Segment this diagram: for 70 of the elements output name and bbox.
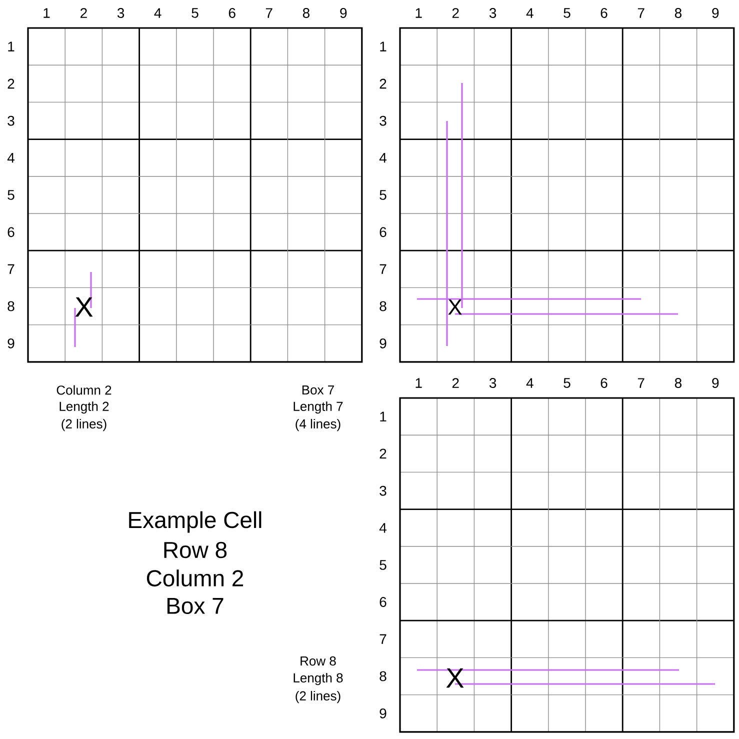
column-number: 9: [712, 8, 719, 18]
column-number: 1: [416, 378, 422, 388]
column-number: 9: [712, 378, 719, 388]
column-number: 3: [489, 8, 496, 18]
column-number: 7: [638, 8, 644, 18]
column-number: 6: [228, 8, 236, 18]
column-number: 9: [340, 8, 347, 18]
column-number: 6: [600, 378, 608, 388]
row-number: 6: [380, 597, 386, 607]
row-number: 1: [380, 412, 386, 422]
row-number: 4: [379, 523, 386, 533]
caption-text: Row 8: [300, 656, 336, 666]
row-number: 2: [8, 78, 14, 89]
row-number: 7: [380, 264, 386, 274]
column-number: 4: [154, 8, 162, 18]
row-number: 9: [380, 708, 386, 718]
row-number: 7: [8, 264, 14, 274]
column-number: 3: [489, 378, 496, 388]
column-number: 2: [452, 378, 459, 388]
row-number: 7: [380, 634, 386, 644]
column-number: 6: [600, 8, 608, 18]
caption-text: Column 2: [56, 385, 112, 395]
column-number: 4: [526, 8, 534, 18]
column-number: 3: [117, 8, 124, 18]
column-number: 2: [452, 8, 459, 18]
column-number: 8: [674, 378, 682, 388]
column-number: 5: [192, 8, 198, 18]
row-number: 9: [380, 338, 386, 348]
caption-text: (4 lines): [296, 418, 340, 432]
caption-text: Example Cell: [129, 511, 262, 533]
caption-text: Length 8: [294, 672, 343, 686]
caption-text: Box 7: [167, 598, 224, 614]
column-number: 1: [416, 8, 422, 18]
row-number: 3: [380, 116, 386, 126]
row-number: 8: [380, 671, 386, 682]
row-number: 1: [8, 42, 14, 52]
row-number: 6: [8, 227, 14, 238]
column-number: 1: [44, 8, 50, 18]
column-number: 2: [80, 8, 87, 18]
column-number: 5: [564, 378, 570, 388]
cell-mark: X: [448, 299, 462, 315]
caption-text: Column 2: [146, 570, 244, 586]
caption-text: Box 7: [302, 385, 334, 395]
row-number: 5: [8, 190, 14, 200]
row-number: 3: [380, 486, 386, 496]
column-number: 7: [266, 8, 272, 18]
row-number: 2: [380, 78, 386, 89]
cell-mark: X: [75, 297, 93, 317]
column-number: 7: [638, 378, 644, 388]
column-number: 8: [674, 8, 682, 18]
row-number: 6: [380, 227, 386, 238]
column-number: 5: [564, 8, 570, 18]
row-number: 9: [8, 338, 14, 348]
row-number: 8: [8, 301, 14, 312]
row-number: 8: [380, 301, 386, 312]
cell-mark: X: [446, 668, 464, 688]
column-number: 8: [302, 8, 310, 18]
caption-text: (2 lines): [296, 690, 340, 704]
caption-text: (2 lines): [62, 418, 106, 432]
caption-text: Length 2: [60, 401, 109, 414]
row-number: 4: [379, 153, 386, 163]
row-number: 4: [7, 153, 14, 163]
row-number: 5: [380, 560, 386, 570]
caption-text: Length 7: [294, 401, 343, 414]
row-number: 1: [380, 42, 386, 52]
row-number: 2: [380, 448, 386, 458]
row-number: 5: [380, 190, 386, 200]
column-number: 4: [526, 378, 534, 388]
row-number: 3: [8, 116, 14, 126]
caption-text: Row 8: [164, 542, 227, 558]
